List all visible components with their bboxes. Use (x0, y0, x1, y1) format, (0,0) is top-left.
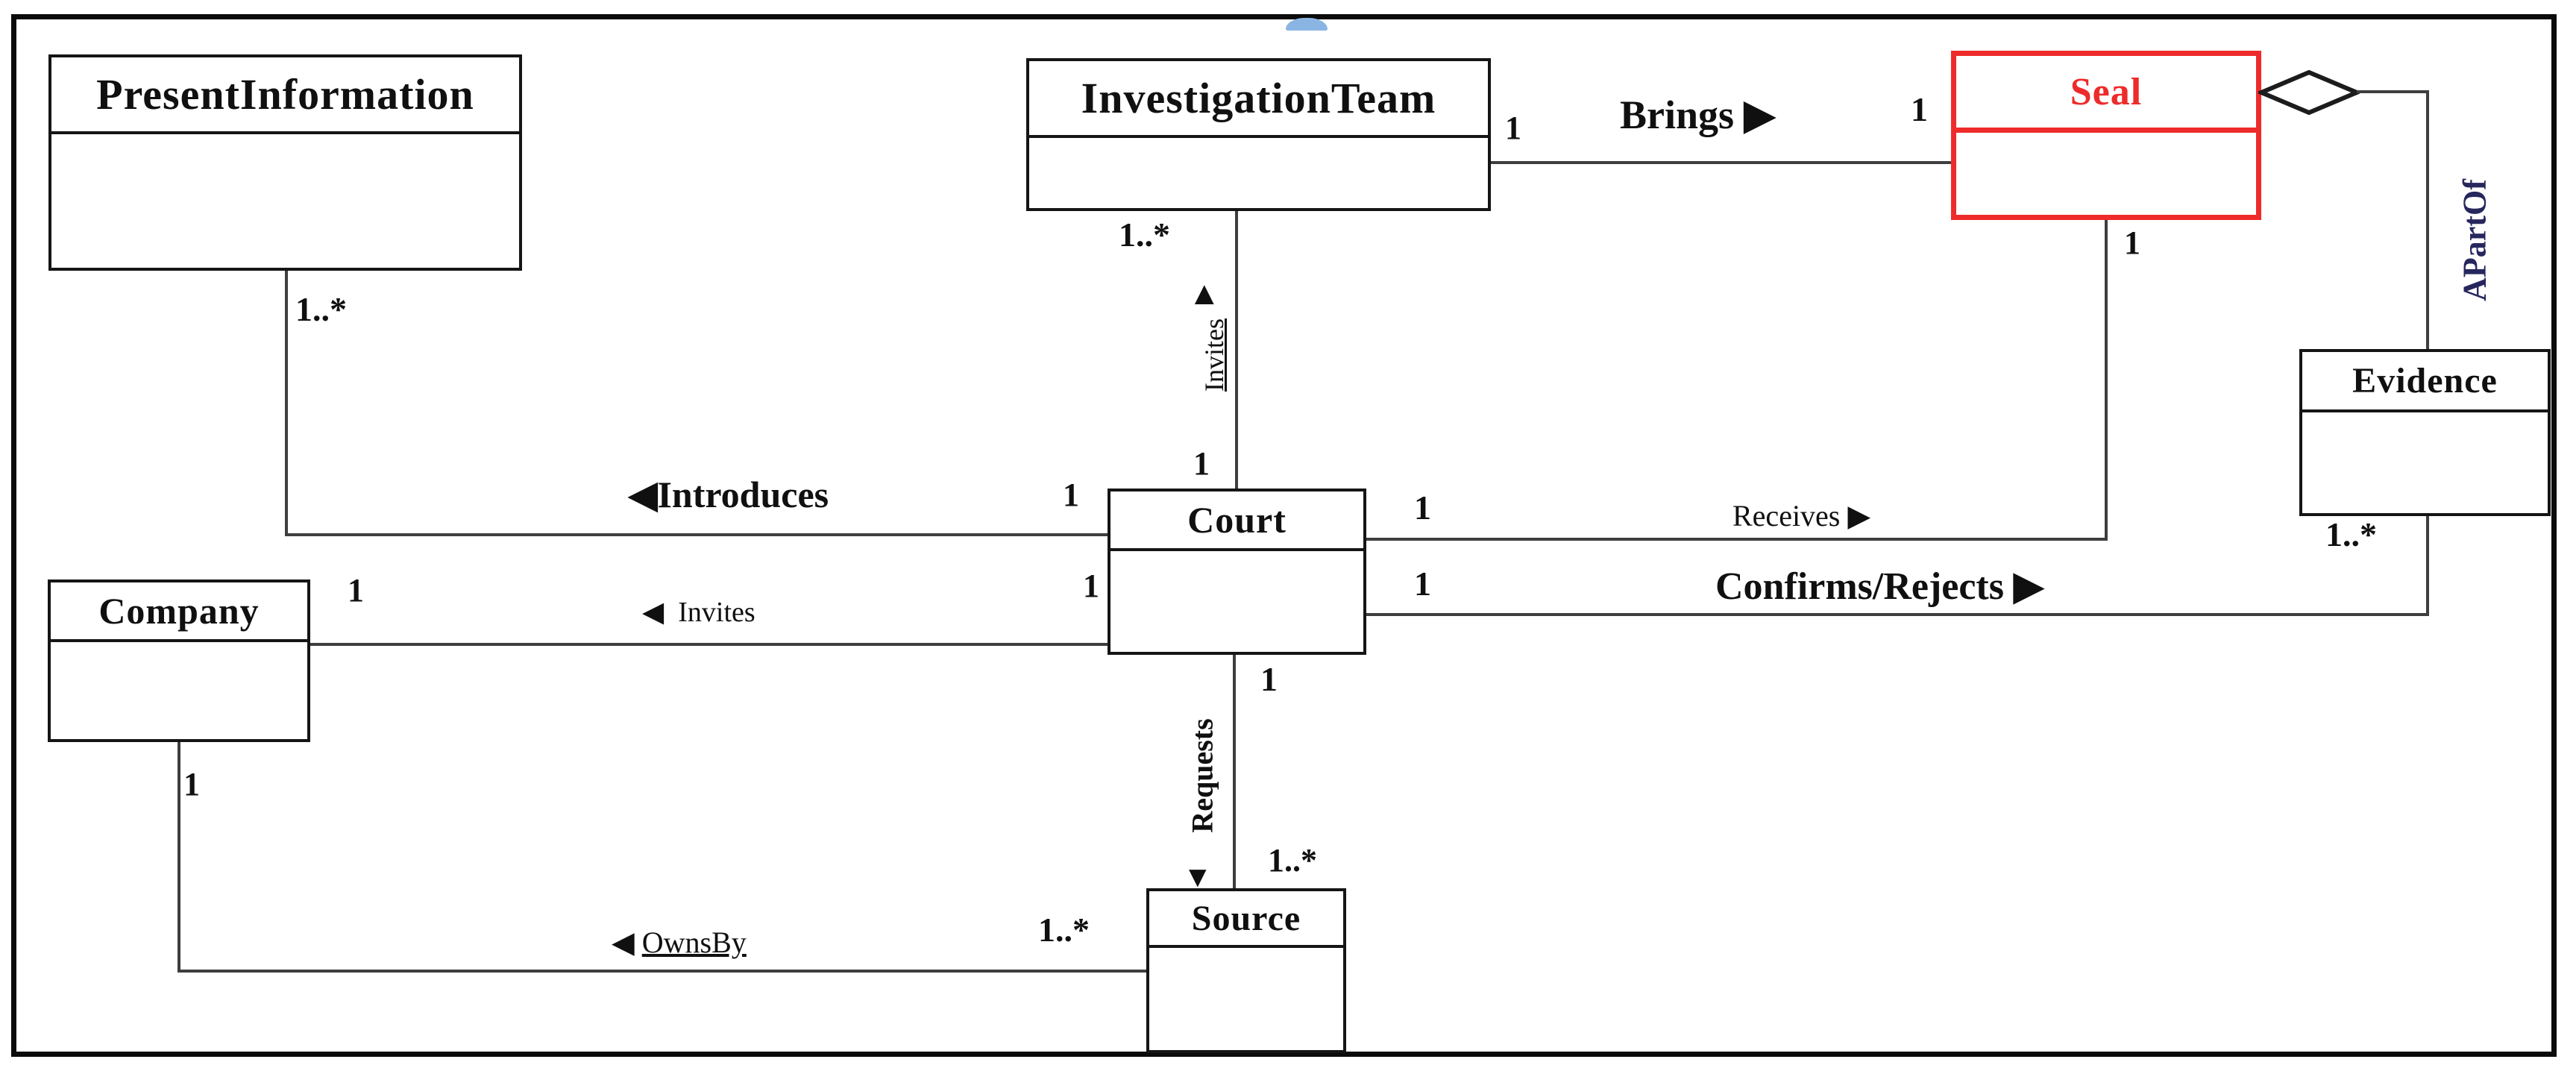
ownsby-line-vertical (178, 742, 180, 973)
introduces-mult-presentinformation: 1..* (295, 290, 347, 328)
class-source-title: Source (1149, 891, 1343, 948)
invites-team-mult-court: 1 (1193, 445, 1210, 482)
class-company: Company (48, 579, 310, 742)
apartof-label: APartOf (2456, 179, 2493, 301)
brings-mult-seal: 1 (1911, 90, 1928, 128)
aggregation-diamond-icon (2258, 69, 2360, 116)
receives-label: Receives ▶ (1732, 499, 1871, 533)
introduces-line-horizontal (285, 533, 1108, 536)
class-evidence-title: Evidence (2302, 352, 2548, 412)
introduces-line-vertical (285, 271, 288, 535)
requests-mult-court: 1 (1260, 660, 1278, 698)
class-seal: Seal (1951, 51, 2261, 220)
receives-right-arrow-icon: ▶ (1847, 499, 1871, 533)
class-present-information: PresentInformation (48, 54, 522, 271)
class-seal-title: Seal (1956, 56, 2256, 133)
receives-mult-court: 1 (1414, 489, 1431, 527)
apartof-line-horizontal (2357, 90, 2429, 93)
requests-label: Requests (1185, 718, 1219, 833)
brings-line-horizontal (1491, 161, 1951, 164)
confirms-rejects-mult-evidence: 1..* (2325, 515, 2377, 553)
brings-label: Brings ▶ (1620, 92, 1776, 137)
confirms-rejects-mult-court: 1 (1414, 565, 1431, 603)
introduces-label: ◀Introduces (629, 474, 829, 515)
invites-team-line-vertical (1235, 211, 1238, 489)
invites-company-line-horizontal (310, 643, 1108, 646)
class-evidence: Evidence (2299, 349, 2551, 516)
invites-team-label: Invites (1199, 318, 1229, 392)
invites-team-up-arrow-icon: ▲ (1188, 275, 1221, 312)
receives-mult-seal: 1 (2124, 224, 2140, 261)
class-investigation-team-title: InvestigationTeam (1029, 61, 1488, 138)
requests-down-arrow-icon: ▼ (1183, 860, 1213, 893)
class-court: Court (1108, 489, 1366, 655)
receives-line-horizontal (1366, 538, 2108, 541)
class-company-title: Company (51, 582, 307, 642)
brings-right-arrow-icon: ▶ (1744, 92, 1776, 137)
class-source: Source (1146, 888, 1346, 1053)
ownsby-mult-source: 1..* (1038, 911, 1090, 949)
class-investigation-team: InvestigationTeam (1026, 58, 1491, 211)
ownsby-mult-company: 1 (183, 766, 200, 802)
blue-highlight-artifact (1286, 18, 1328, 31)
requests-mult-source: 1..* (1268, 842, 1317, 879)
invites-team-mult-investigationteam: 1..* (1119, 216, 1170, 254)
ownsby-left-arrow-icon: ◀ (612, 926, 635, 959)
ownsby-line-horizontal (178, 970, 1146, 973)
invites-company-left-arrow-icon: ◀ (642, 597, 665, 628)
introduces-mult-court: 1 (1063, 477, 1079, 513)
confirms-rejects-label: Confirms/Rejects ▶ (1715, 565, 2043, 608)
invites-company-mult-court: 1 (1083, 568, 1099, 604)
ownsby-label: ◀ OwnsBy (612, 926, 747, 959)
class-court-title: Court (1110, 491, 1363, 551)
apartof-line-vertical (2426, 90, 2429, 349)
receives-line-vertical (2105, 220, 2108, 541)
requests-line-vertical (1233, 655, 1236, 888)
invites-company-mult-company: 1 (348, 572, 364, 609)
brings-mult-investigationteam: 1 (1505, 110, 1521, 146)
class-present-information-title: PresentInformation (51, 57, 519, 134)
diagram-outer-frame (11, 14, 2557, 1057)
introduces-left-arrow-icon: ◀ (629, 474, 658, 515)
confirms-rejects-line-horizontal (1366, 613, 2429, 616)
confirms-rejects-right-arrow-icon: ▶ (2013, 565, 2043, 608)
confirms-rejects-line-vertical (2426, 516, 2429, 616)
invites-company-label: ◀ Invites (642, 597, 755, 628)
